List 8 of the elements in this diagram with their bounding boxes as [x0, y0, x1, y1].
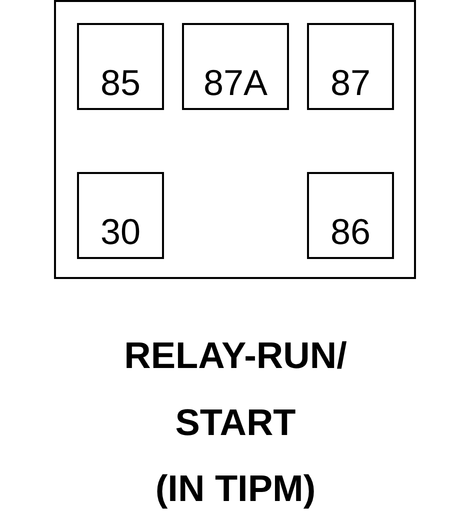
relay-caption: (IN TIPM) — [154, 467, 317, 511]
pin-terminal: 86 — [307, 172, 394, 259]
pin-terminal: 30 — [77, 172, 164, 259]
relay-caption: RELAY-RUN/ START — [123, 334, 348, 445]
pin-terminal: 87A — [182, 23, 289, 110]
relay-outline — [54, 0, 416, 279]
pin-terminal: 85 — [77, 23, 164, 110]
pin-terminal: 87 — [307, 23, 394, 110]
